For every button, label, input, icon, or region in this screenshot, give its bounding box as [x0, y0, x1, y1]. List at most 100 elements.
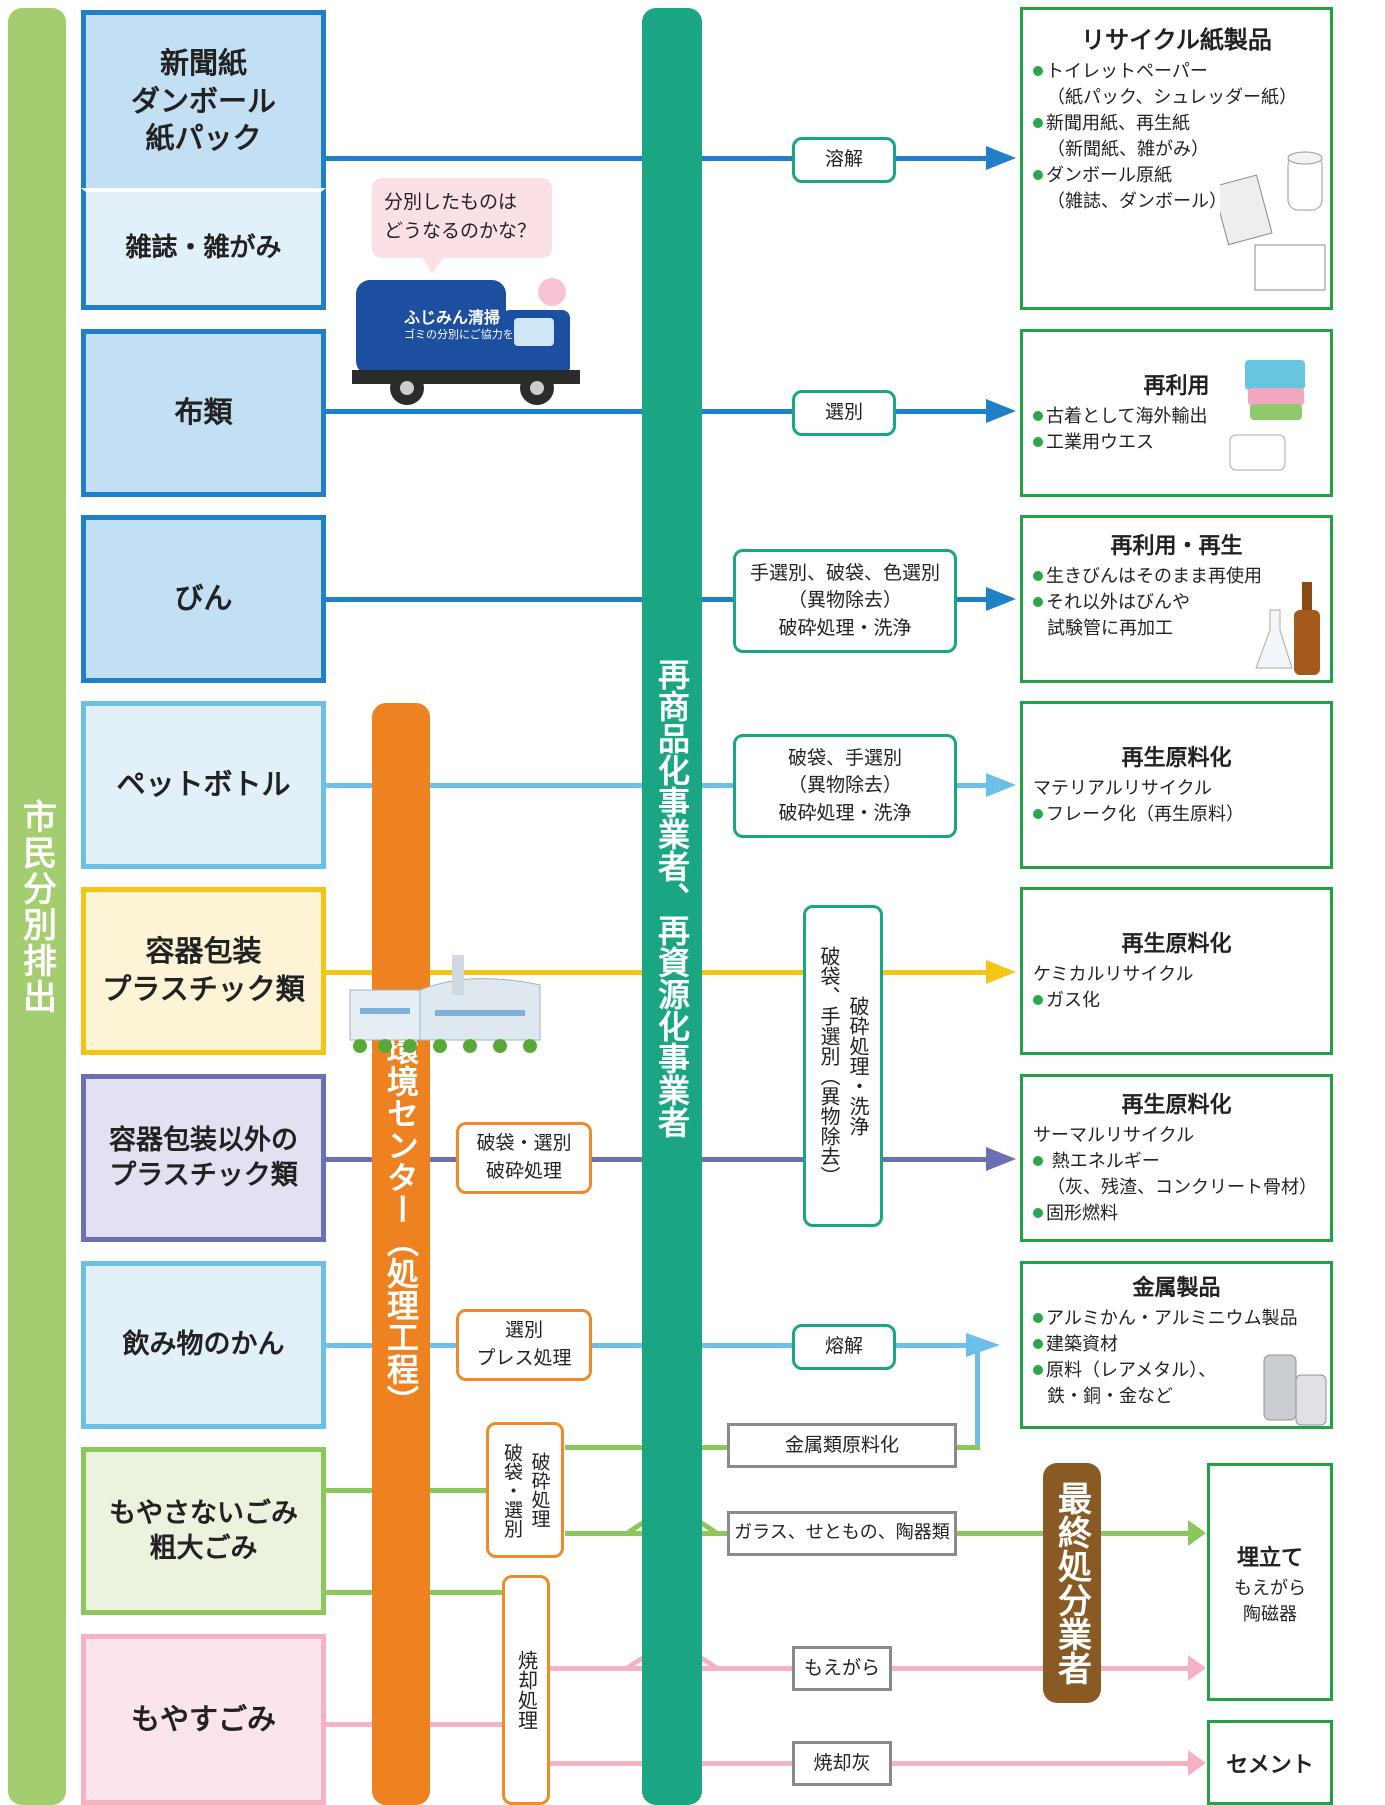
environment-center-illustration — [349, 955, 541, 1053]
bullet-dot — [1033, 995, 1043, 1006]
destination-pla-pack-title: 再生原料化 — [1121, 932, 1232, 957]
process-pet-line3: 破砕処理・洗浄 — [778, 801, 912, 824]
destination-cement-title: セメント — [1226, 1752, 1314, 1778]
center-process-burn: 焼却処理 — [502, 1575, 550, 1805]
process-pet-line2: （異物除去） — [787, 774, 902, 797]
category-nonburn-line1: もやさないごみ — [109, 1497, 298, 1529]
destination-landfill: 埋立て もえがら 陶磁器 — [1207, 1463, 1333, 1701]
destination-pet-line1: マテリアルリサイクル — [1033, 778, 1212, 799]
process-melt-can-label: 熔解 — [824, 1335, 863, 1358]
destination-bottle-line1: 生きびんはそのまま再使用 — [1033, 564, 1320, 590]
bullet-dot — [1033, 1339, 1043, 1350]
category-burn: もやすごみ — [81, 1634, 326, 1805]
arrow-glass — [1188, 1520, 1206, 1546]
category-pla-pack-line1: 容器包装 — [145, 934, 262, 969]
destination-metal-line2: 建築資材 — [1033, 1332, 1320, 1358]
arrow-pla-pack — [986, 960, 1016, 984]
center-process-nonburn-line1: 破袋・選別 — [501, 1442, 523, 1538]
clothes-illustration — [1229, 360, 1305, 471]
destination-pla-other-line1: サーマルリサイクル — [1033, 1125, 1195, 1146]
destination-pla-other-line2: 熱エネルギー — [1033, 1149, 1320, 1175]
category-pla-other-line1: 容器包装以外の — [109, 1124, 298, 1156]
center-process-burn-label: 焼却処理 — [514, 1650, 539, 1730]
arrow-moegara — [1188, 1655, 1206, 1681]
destination-pet-title: 再生原料化 — [1121, 746, 1232, 771]
category-nonburn: もやさないごみ 粗大ごみ — [81, 1447, 326, 1615]
final-disposal-bar: 最終処分業者 — [1043, 1463, 1101, 1703]
destination-pla-other: 再生原料化 サーマルリサイクル 熱エネルギー （灰、残渣、コンクリート骨材） 固… — [1020, 1074, 1333, 1242]
environment-center-bar: 環境センター（処理工程） — [372, 703, 430, 1805]
destination-pla-other-line3: （灰、残渣、コンクリート骨材） — [1047, 1177, 1317, 1199]
category-magazine: 雑誌・雑がみ — [81, 188, 326, 310]
process-plastic-vertical: 破袋、手選別（異物除去） 破砕処理・洗浄 — [803, 905, 883, 1227]
process-pet-line1: 破袋、手選別 — [787, 746, 902, 769]
process-metal: 金属類原料化 — [727, 1423, 957, 1468]
category-paper-line1: 新聞紙 — [159, 45, 247, 80]
center-process-plastic: 破袋・選別 破砕処理 — [456, 1122, 592, 1194]
garbage-truck-illustration — [352, 278, 580, 405]
destination-bottle-title: 再利用・再生 — [1110, 534, 1243, 559]
final-disposal-label: 最終処分業者 — [1051, 1481, 1092, 1685]
destination-pla-pack-line2: ガス化 — [1033, 988, 1320, 1014]
destination-bottle-line3: 試験管に再加工 — [1047, 618, 1173, 640]
process-sort-cloth-label: 選別 — [824, 401, 863, 424]
process-sort-cloth: 選別 — [792, 390, 896, 436]
citizen-bar: 市民分別排出 — [8, 8, 66, 1805]
category-pet: ペットボトル — [81, 701, 326, 869]
destination-paper-line6: （雑誌、ダンボール） — [1047, 191, 1227, 213]
center-process-can-line2: プレス処理 — [476, 1347, 572, 1369]
category-nonburn-line2: 粗大ごみ — [149, 1533, 258, 1564]
speech-bubble-tail — [422, 256, 444, 274]
category-paper-line3: 紙パック — [145, 121, 262, 156]
category-cloth-label: 布類 — [174, 395, 233, 430]
destination-paper-title: リサイクル紙製品 — [1081, 26, 1272, 54]
citizen-bar-label: 市民分別排出 — [16, 798, 57, 1015]
destination-metal-title: 金属製品 — [1132, 1276, 1221, 1301]
bullet-dot — [1033, 66, 1043, 76]
cans-illustration — [1263, 1354, 1327, 1426]
destination-metal-line3: 原料（レアメタル）、 — [1033, 1358, 1320, 1384]
destination-pet: 再生原料化 マテリアルリサイクル フレーク化（再生原料） — [1020, 701, 1333, 869]
arrow-cloth — [986, 399, 1016, 423]
destination-cloth-line2: 工業用ウエス — [1033, 430, 1320, 456]
destination-paper-line4: （新聞紙、雑がみ） — [1047, 139, 1209, 161]
destination-pla-pack: 再生原料化 ケミカルリサイクル ガス化 — [1020, 887, 1333, 1055]
bullet-dot — [1033, 170, 1043, 181]
category-pla-pack-line2: プラスチック類 — [102, 972, 305, 1006]
process-ash: 焼却灰 — [792, 1741, 892, 1786]
destination-metal: 金属製品 アルミかん・アルミニウム製品 建築資材 原料（レアメタル）、 鉄・銅・… — [1020, 1261, 1333, 1429]
process-moegara: もえがら — [792, 1646, 892, 1691]
destination-cloth-title: 再利用 — [1143, 374, 1210, 399]
arrow-metal — [966, 1333, 1000, 1357]
process-ash-label: 焼却灰 — [813, 1751, 871, 1774]
destination-pet-line2: フレーク化（再生原料） — [1033, 802, 1320, 828]
center-process-plastic-line2: 破砕処理 — [485, 1160, 562, 1182]
category-pet-label: ペットボトル — [116, 767, 291, 802]
process-bottle-line2: （異物除去） — [787, 589, 902, 612]
process-bottle-line1: 手選別、破袋、色選別 — [749, 561, 940, 584]
process-moegara-label: もえがら — [803, 1656, 880, 1679]
process-metal-label: 金属類原料化 — [784, 1433, 899, 1456]
flow-line-can-drop — [975, 1343, 980, 1449]
category-paper: 新聞紙 ダンボール 紙パック — [81, 10, 326, 188]
destination-landfill-line1: もえがら — [1234, 1577, 1306, 1599]
speech-bubble: 分別したものは どうなるのかな？ — [372, 178, 552, 258]
bullet-dot — [1033, 1156, 1043, 1167]
bullet-dot — [1033, 437, 1043, 448]
category-bottle-label: びん — [174, 581, 233, 616]
bullet-dot — [1033, 118, 1043, 129]
category-paper-line2: ダンボール — [130, 83, 276, 118]
category-cloth: 布類 — [81, 329, 326, 497]
bullet-dot — [1033, 1313, 1043, 1323]
destination-pla-pack-line1: ケミカルリサイクル — [1033, 964, 1194, 985]
arrow-ash — [1188, 1750, 1206, 1776]
process-pet: 破袋、手選別 （異物除去） 破砕処理・洗浄 — [733, 734, 957, 838]
center-process-nonburn-line2: 破砕処理 — [528, 1452, 551, 1528]
destination-paper-line5: ダンボール原紙 — [1033, 163, 1320, 189]
bullet-dot — [1033, 597, 1043, 608]
process-glass: ガラス、せともの、陶器類 — [727, 1511, 957, 1556]
category-can: 飲み物のかん — [81, 1261, 326, 1429]
destination-metal-line4: 鉄・銅・金など — [1047, 1386, 1173, 1408]
center-process-nonburn: 破袋・選別 破砕処理 — [486, 1422, 564, 1558]
destination-metal-line1: アルミかん・アルミニウム製品 — [1033, 1306, 1320, 1332]
